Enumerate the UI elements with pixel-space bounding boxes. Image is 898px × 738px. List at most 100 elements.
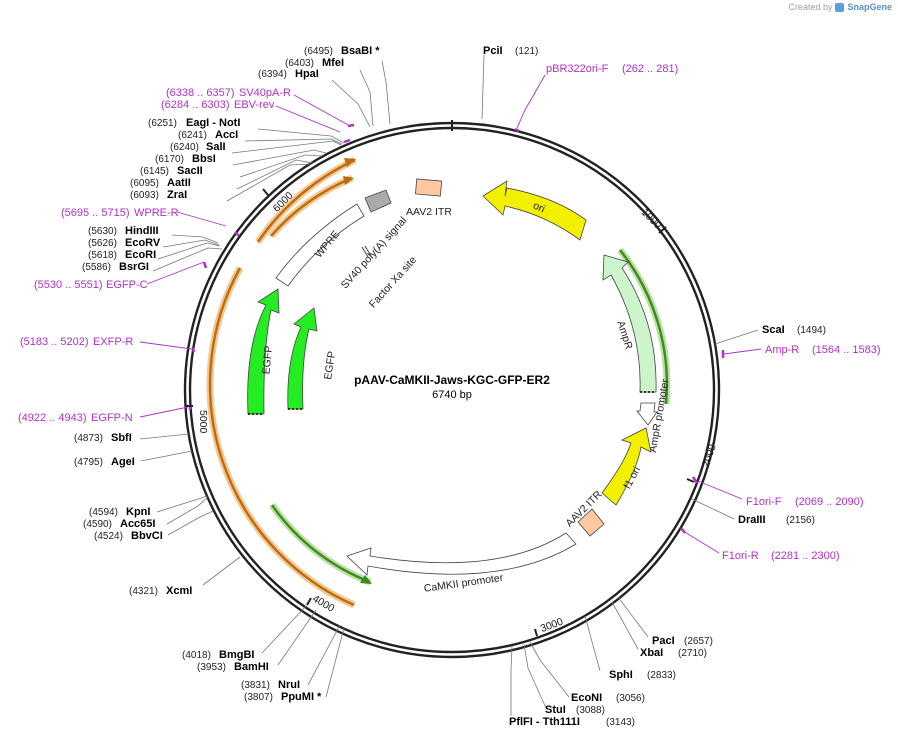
site-pos-pflfi: (3143): [606, 717, 635, 728]
site-name-sbfi: SbfI: [111, 432, 132, 444]
primer-leaders: [139, 74, 762, 554]
primer-labels: (6338 .. 6357) SV40pA-R (6284 .. 6303) E…: [18, 63, 881, 562]
leader-bsrgi: [152, 247, 223, 272]
plasmid-name: pAAV-CaMKII-Jaws-KGC-GFP-ER2: [354, 373, 550, 387]
site-pos-nrui: (3831): [241, 680, 270, 691]
leader-ecori: [157, 242, 221, 260]
feature-arc-orange-top-outer: [257, 158, 356, 243]
feature-egfp-inner: [287, 307, 318, 410]
site-pos-sphi: (2833): [647, 670, 676, 681]
site-name-acci: AccI: [215, 129, 238, 141]
feature-arc-green-bottom: [271, 504, 371, 584]
leader-eagi: [257, 128, 345, 144]
primer-name-ebv-rev: EBV-rev: [234, 99, 275, 111]
site-name-econi: EcoNI: [571, 692, 602, 704]
primer-name-egfp-c: EGFP-C: [106, 279, 148, 291]
primer-name-pbr322ori-f: pBR322ori-F: [546, 63, 609, 75]
feature-aav2-itr-top-label: AAV2 ITR: [406, 206, 452, 218]
primer-name-exfp-r: EXFP-R: [93, 336, 133, 348]
site-pos-paci: (2657): [684, 636, 713, 647]
site-pos-mfei: (6403): [285, 58, 314, 69]
leader-sacii: [239, 154, 323, 178]
mark-exfp-r: [191, 347, 196, 353]
leader-exfp-r: [139, 341, 193, 350]
primer-range-amp-r: (1564 .. 1583): [812, 344, 881, 356]
leader-xbai: [611, 601, 639, 650]
site-name-hpai: HpaI: [295, 68, 319, 80]
site-pos-sali: (6240): [170, 142, 199, 153]
primer-range-egfp-c: (5530 .. 5551): [34, 279, 103, 291]
tick-4000: [306, 597, 312, 606]
site-pos-agei: (4795): [74, 457, 103, 468]
site-name-sali: SalI: [206, 141, 226, 153]
leader-sphi: [584, 615, 601, 672]
feature-arrow-green-bottom: [360, 575, 372, 584]
leader-hindiii: [171, 234, 219, 244]
site-name-ppumi: PpuMI *: [281, 691, 322, 703]
snapgene-logo-icon: [835, 2, 845, 12]
feature-arc-green-right: [619, 249, 669, 405]
site-name-acc65i: Acc65I: [120, 518, 155, 530]
primer-range-pbr322ori-f: (262 .. 281): [622, 63, 678, 75]
site-name-bbsi: BbsI: [192, 153, 216, 165]
site-name-bamhi: BamHI: [234, 661, 269, 673]
ruler: [186, 120, 695, 637]
feature-sv40-polya: [364, 189, 392, 213]
mark-pbr322ori-f: [514, 127, 520, 133]
watermark-brand: SnapGene: [847, 2, 892, 12]
leader-f1ori-r: [682, 530, 720, 554]
leader-zrai: [226, 163, 312, 202]
primer-marks: [188, 123, 725, 534]
leader-econi: [529, 641, 570, 698]
feature-wpre: [275, 203, 365, 287]
leader-acci: [244, 138, 343, 145]
primer-range-exfp-r: (5183 .. 5202): [20, 336, 89, 348]
site-name-sphi: SphI: [609, 669, 633, 681]
leader-agei: [140, 450, 193, 462]
site-name-xbai: XbaI: [640, 647, 663, 659]
feature-egfp-inner-label: EGFP: [322, 350, 338, 380]
tick-3000: [534, 628, 538, 637]
leader-mfei: [359, 69, 374, 127]
primer-range-ebv-rev: (6284 .. 6303): [161, 99, 230, 111]
site-name-bmggi: BmgBI: [219, 649, 254, 661]
feature-egfp-outer-label: EGFP: [260, 345, 274, 375]
leader-bamhi: [277, 609, 317, 666]
site-name-draiii: DraIII: [738, 514, 766, 526]
site-pos-aatii: (6095): [130, 178, 159, 189]
leader-stui: [523, 643, 547, 709]
leader-egfp-n: [139, 406, 189, 418]
leader-pbr322ori-f: [516, 74, 546, 129]
primer-range-wpre-r: (5695 .. 5715): [61, 207, 130, 219]
feature-ampr-promoter: [636, 402, 658, 426]
feature-arrow-orange-top-outer: [344, 158, 356, 167]
site-pos-hpai: (6394): [258, 69, 287, 80]
leader-hpai: [331, 79, 371, 128]
mark-ebv-rev: [343, 138, 351, 144]
primer-range-f1ori-r: (2281 .. 2300): [771, 550, 840, 562]
site-pos-xbai: (2710): [678, 648, 707, 659]
site-pos-bamhi: (3953): [197, 662, 226, 673]
leader-paci: [617, 596, 649, 638]
feature-egfp-outer: [247, 288, 280, 415]
primer-range-egfp-n: (4922 .. 4943): [18, 412, 87, 424]
site-name-bbvci: BbvCI: [131, 530, 163, 542]
feature-arc-orange-top-inner: [270, 176, 353, 237]
leader-amp-r: [723, 348, 762, 355]
site-pos-kpni: (4594): [89, 507, 118, 518]
leader-egfp-c: [146, 261, 205, 285]
site-labels-left: (6495) BsaBI * (6403) MfeI (6394) HpaI (…: [74, 45, 380, 703]
site-pos-ecori: (5618): [88, 250, 117, 261]
site-pos-bbvci: (4524): [94, 531, 123, 542]
site-name-pcii: PciI: [483, 45, 503, 57]
primer-range-f1ori-f: (2069 .. 2090): [795, 496, 864, 508]
leader-draiii: [691, 498, 735, 520]
leader-aatii: [236, 159, 314, 190]
leader-kpni: [156, 495, 208, 513]
tick-2000: [686, 478, 695, 483]
leader-bmgbi: [261, 605, 307, 654]
leader-pcii: [481, 54, 485, 120]
feature-arc-orange-left: [206, 266, 356, 609]
site-pos-bbsi: (6170): [155, 154, 184, 165]
site-pos-hindiii: (5630): [88, 226, 117, 237]
